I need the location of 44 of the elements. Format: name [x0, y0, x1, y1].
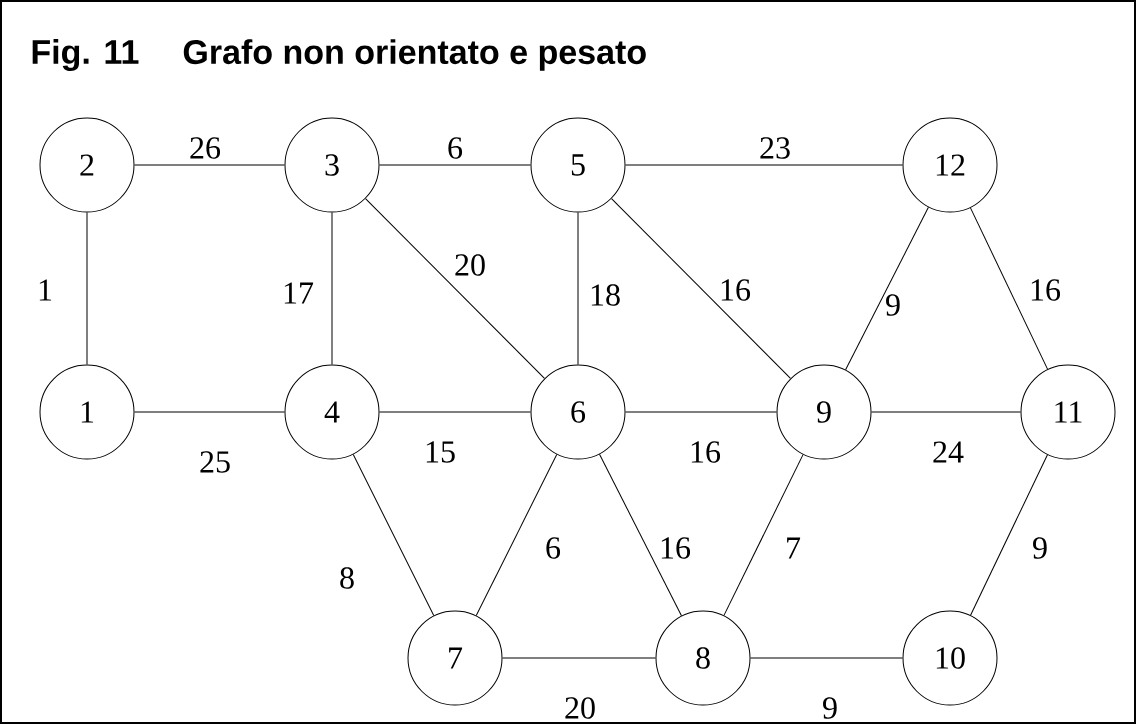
weight-label: 18	[591, 284, 620, 306]
edge-line	[970, 454, 1048, 616]
weight-label: 8	[340, 567, 354, 589]
weight-label: 6	[448, 137, 463, 159]
edge-line	[475, 454, 558, 616]
weight-label: 25	[200, 451, 230, 473]
edge-line	[502, 657, 656, 659]
edge-line	[134, 411, 285, 413]
weight-label: 9	[823, 697, 837, 719]
weight-label: 16	[1031, 279, 1061, 301]
weight-label: 16	[721, 279, 751, 301]
weight-label: 20	[565, 697, 595, 719]
edge-line	[625, 164, 903, 166]
edge-line	[352, 454, 435, 616]
weight-label: 1	[39, 279, 52, 301]
edge-line	[750, 657, 903, 659]
edge-line	[134, 164, 285, 166]
edge-line	[723, 454, 804, 616]
edge-line	[379, 164, 531, 166]
edge-line	[611, 198, 791, 379]
weight-label: 9	[1033, 537, 1047, 559]
weight-label: 17	[284, 282, 314, 304]
weight-label: 15	[426, 441, 455, 463]
edge-line	[577, 212, 579, 365]
edge-line	[86, 212, 88, 365]
title: Grafo non orientato e pesato	[183, 39, 646, 71]
figure-number: Fig. 11	[32, 39, 139, 71]
weight-label: 23	[760, 137, 790, 159]
edge-line	[625, 411, 777, 413]
weight-label: 26	[190, 137, 221, 159]
edge-line	[970, 207, 1049, 370]
edge-line	[845, 206, 929, 371]
weight-label: 24	[933, 441, 964, 463]
edge-line	[599, 453, 682, 617]
edge-line	[331, 212, 333, 365]
edge-line	[379, 411, 531, 413]
weight-label: 7	[787, 537, 801, 559]
edge-line	[871, 411, 1021, 413]
weight-label: 9	[886, 294, 900, 316]
weight-label: 6	[546, 537, 561, 559]
edge-line	[365, 198, 545, 379]
weight-label: 16	[661, 537, 691, 559]
weight-label: 16	[691, 441, 721, 463]
weight-label: 20	[455, 254, 485, 276]
